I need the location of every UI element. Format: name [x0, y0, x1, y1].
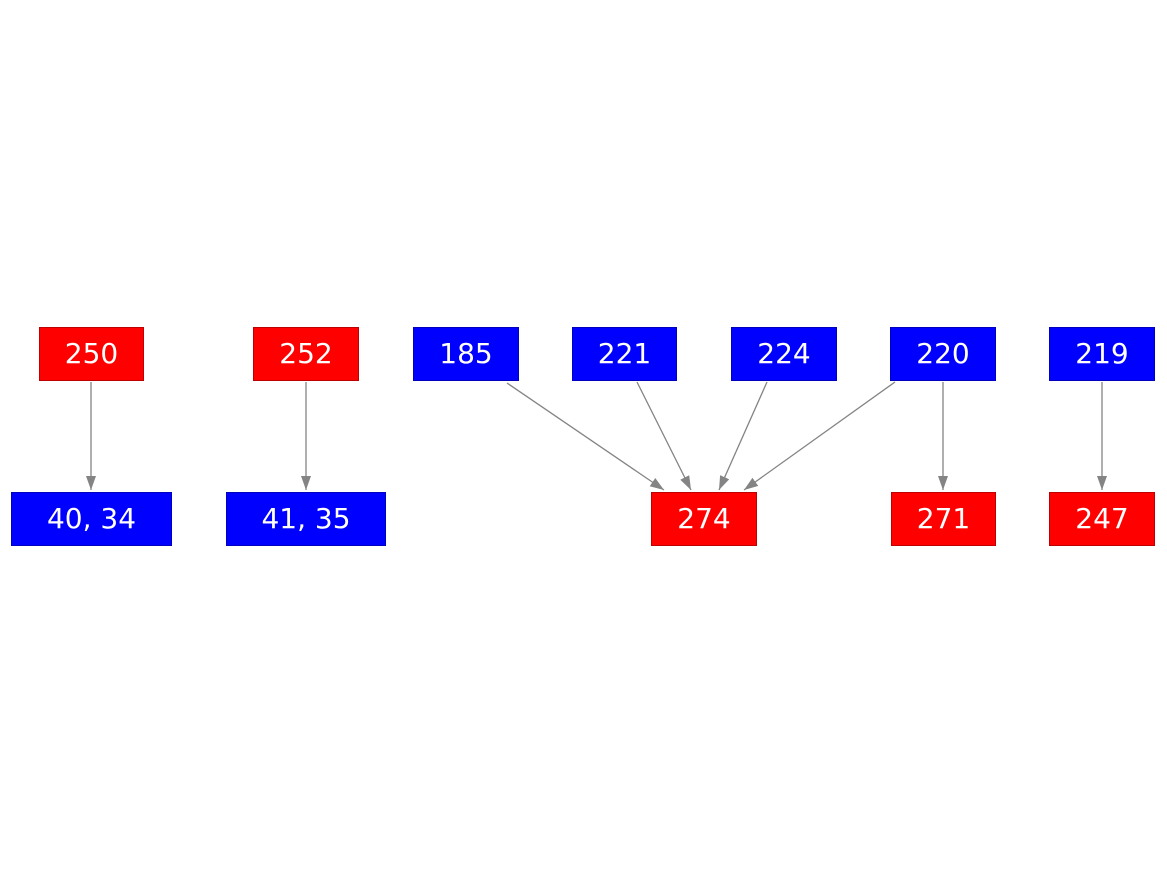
node-221: 221 [572, 327, 677, 381]
edge-221-to-274 [636, 381, 692, 491]
edge-group [86, 381, 1107, 491]
node-label: 224 [757, 337, 811, 370]
node-271: 271 [891, 492, 996, 546]
node-label: 271 [916, 502, 971, 535]
node-label: 185 [439, 337, 493, 370]
node-label: 40, 34 [46, 502, 137, 535]
edge-185-to-274 [506, 382, 665, 491]
node-219: 219 [1049, 327, 1155, 381]
node-label: 274 [677, 502, 731, 535]
node-40-34: 40, 34 [11, 492, 172, 546]
node-label: 221 [597, 337, 652, 370]
edge-220-to-274 [743, 381, 896, 491]
node-252: 252 [253, 327, 359, 381]
node-label: 250 [64, 337, 119, 370]
node-224: 224 [731, 327, 837, 381]
node-274: 274 [651, 492, 757, 546]
node-220: 220 [890, 327, 996, 381]
node-41-35: 41, 35 [226, 492, 386, 546]
edge-224-to-274 [718, 381, 768, 491]
node-label: 247 [1075, 502, 1129, 535]
node-250: 250 [39, 327, 144, 381]
node-247: 247 [1049, 492, 1155, 546]
node-label: 252 [279, 337, 333, 370]
node-185: 185 [413, 327, 519, 381]
node-label: 220 [916, 337, 970, 370]
node-label: 41, 35 [261, 502, 351, 535]
node-label: 219 [1075, 337, 1129, 370]
